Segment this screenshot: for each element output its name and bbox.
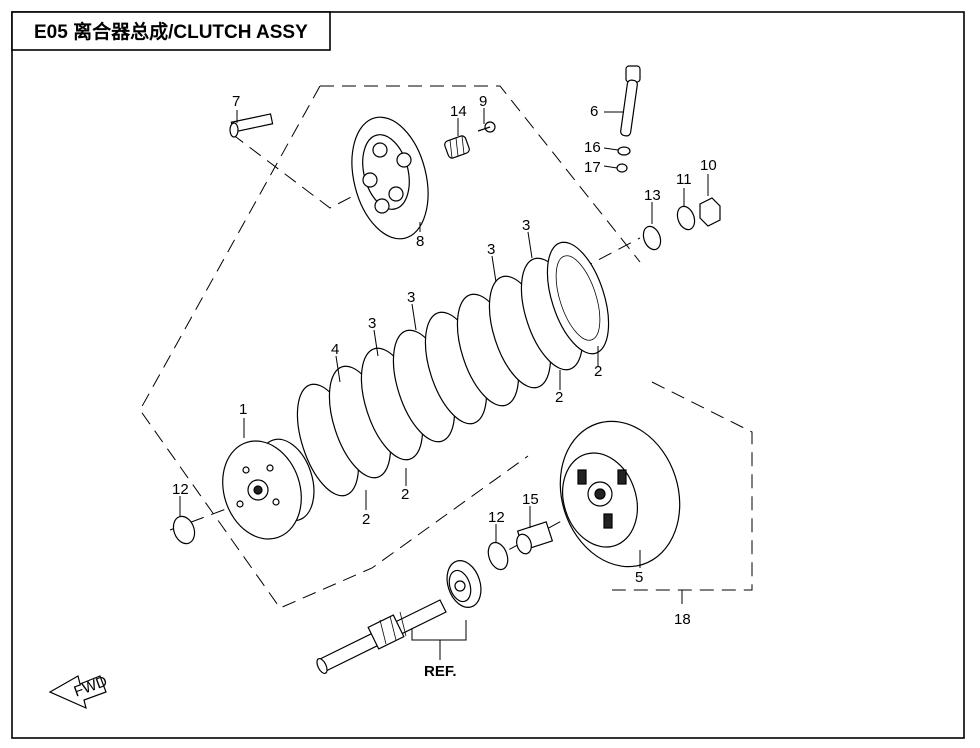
callout-18: 18 (674, 611, 691, 628)
callout-14: 14 (450, 103, 467, 120)
callout-8: 8 (416, 233, 424, 250)
callout-16: 16 (584, 139, 601, 156)
callout-5: 5 (635, 569, 643, 586)
leader-16 (603, 147, 619, 151)
callout-3: 3 (487, 241, 495, 258)
leader-4 (335, 355, 341, 383)
ref-bracket (411, 620, 467, 641)
callout-15: 15 (522, 491, 539, 508)
ref-label: REF. (424, 663, 457, 680)
callout-9: 9 (479, 93, 487, 110)
mainshaft-icon (316, 599, 447, 675)
leader-3c (491, 255, 497, 283)
leader-3d (527, 231, 533, 259)
callout-12: 12 (488, 509, 505, 526)
pressure-plate-icon (351, 116, 429, 240)
small-bolt-icon (477, 108, 496, 133)
callout-3: 3 (522, 217, 530, 234)
washer-12a-icon (172, 515, 196, 545)
bolt-icon (229, 110, 274, 138)
callout-12: 12 (172, 481, 189, 498)
o-ring-icon (617, 146, 631, 156)
callout-2: 2 (555, 389, 563, 406)
callout-2: 2 (362, 511, 370, 528)
washer-small-icon (616, 163, 628, 173)
fwd-arrow-icon: FWD (48, 673, 110, 710)
dash-washer-13 (559, 237, 641, 281)
outer-frame (11, 11, 965, 739)
title: E05 离合器总成/CLUTCH ASSY (34, 20, 308, 43)
spring-icon (444, 118, 470, 159)
release-lever-icon (604, 65, 641, 137)
washer-11-icon (676, 205, 696, 231)
callout-11: 11 (676, 171, 692, 188)
callout-2: 2 (401, 486, 409, 503)
dash-left (139, 85, 529, 609)
washer-13-icon (642, 225, 662, 251)
callout-1: 1 (239, 401, 247, 418)
leader-3a (373, 329, 379, 357)
callout-13: 13 (644, 187, 661, 204)
callout-6: 6 (590, 103, 598, 120)
leader-3b (411, 303, 417, 331)
callout-3: 3 (407, 289, 415, 306)
leader-17 (603, 165, 618, 169)
callout-2: 2 (594, 363, 602, 380)
outer-clutch-icon (559, 420, 681, 568)
bearing-icon (446, 560, 482, 608)
washer-12b-icon (487, 541, 509, 571)
clutch-hub-icon (222, 418, 315, 540)
nut-icon (699, 197, 721, 227)
callout-17: 17 (584, 159, 601, 176)
title-box (11, 11, 331, 51)
callout-3: 3 (368, 315, 376, 332)
callout-7: 7 (232, 93, 240, 110)
dash-top (320, 85, 641, 263)
callout-10: 10 (700, 157, 717, 174)
bushing-icon (516, 506, 554, 555)
callout-4: 4 (331, 341, 339, 358)
clutch-plate-stack (296, 241, 610, 497)
